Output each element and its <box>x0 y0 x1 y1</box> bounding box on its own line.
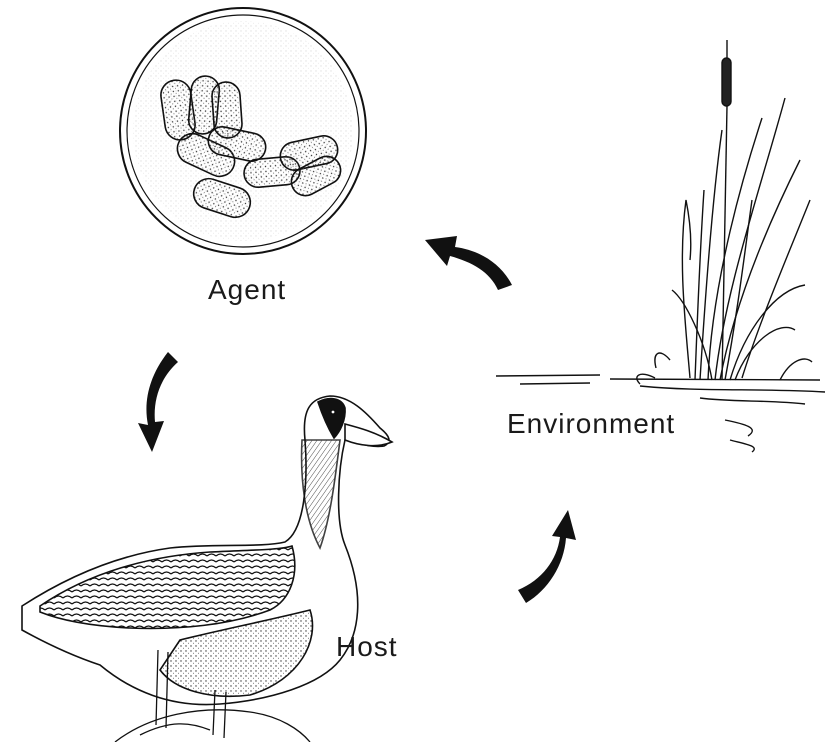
environment-label: Environment <box>507 410 675 438</box>
goose-illustration <box>22 396 392 742</box>
arrow-agent-to-host <box>138 352 178 452</box>
agent-label: Agent <box>208 276 286 304</box>
host-label: Host <box>336 633 398 661</box>
bacteria-petri-dish-illustration <box>120 8 366 254</box>
arrow-host-to-environment <box>518 510 576 603</box>
cattail-reeds-illustration <box>496 40 825 452</box>
arrow-environment-to-agent <box>425 236 512 290</box>
